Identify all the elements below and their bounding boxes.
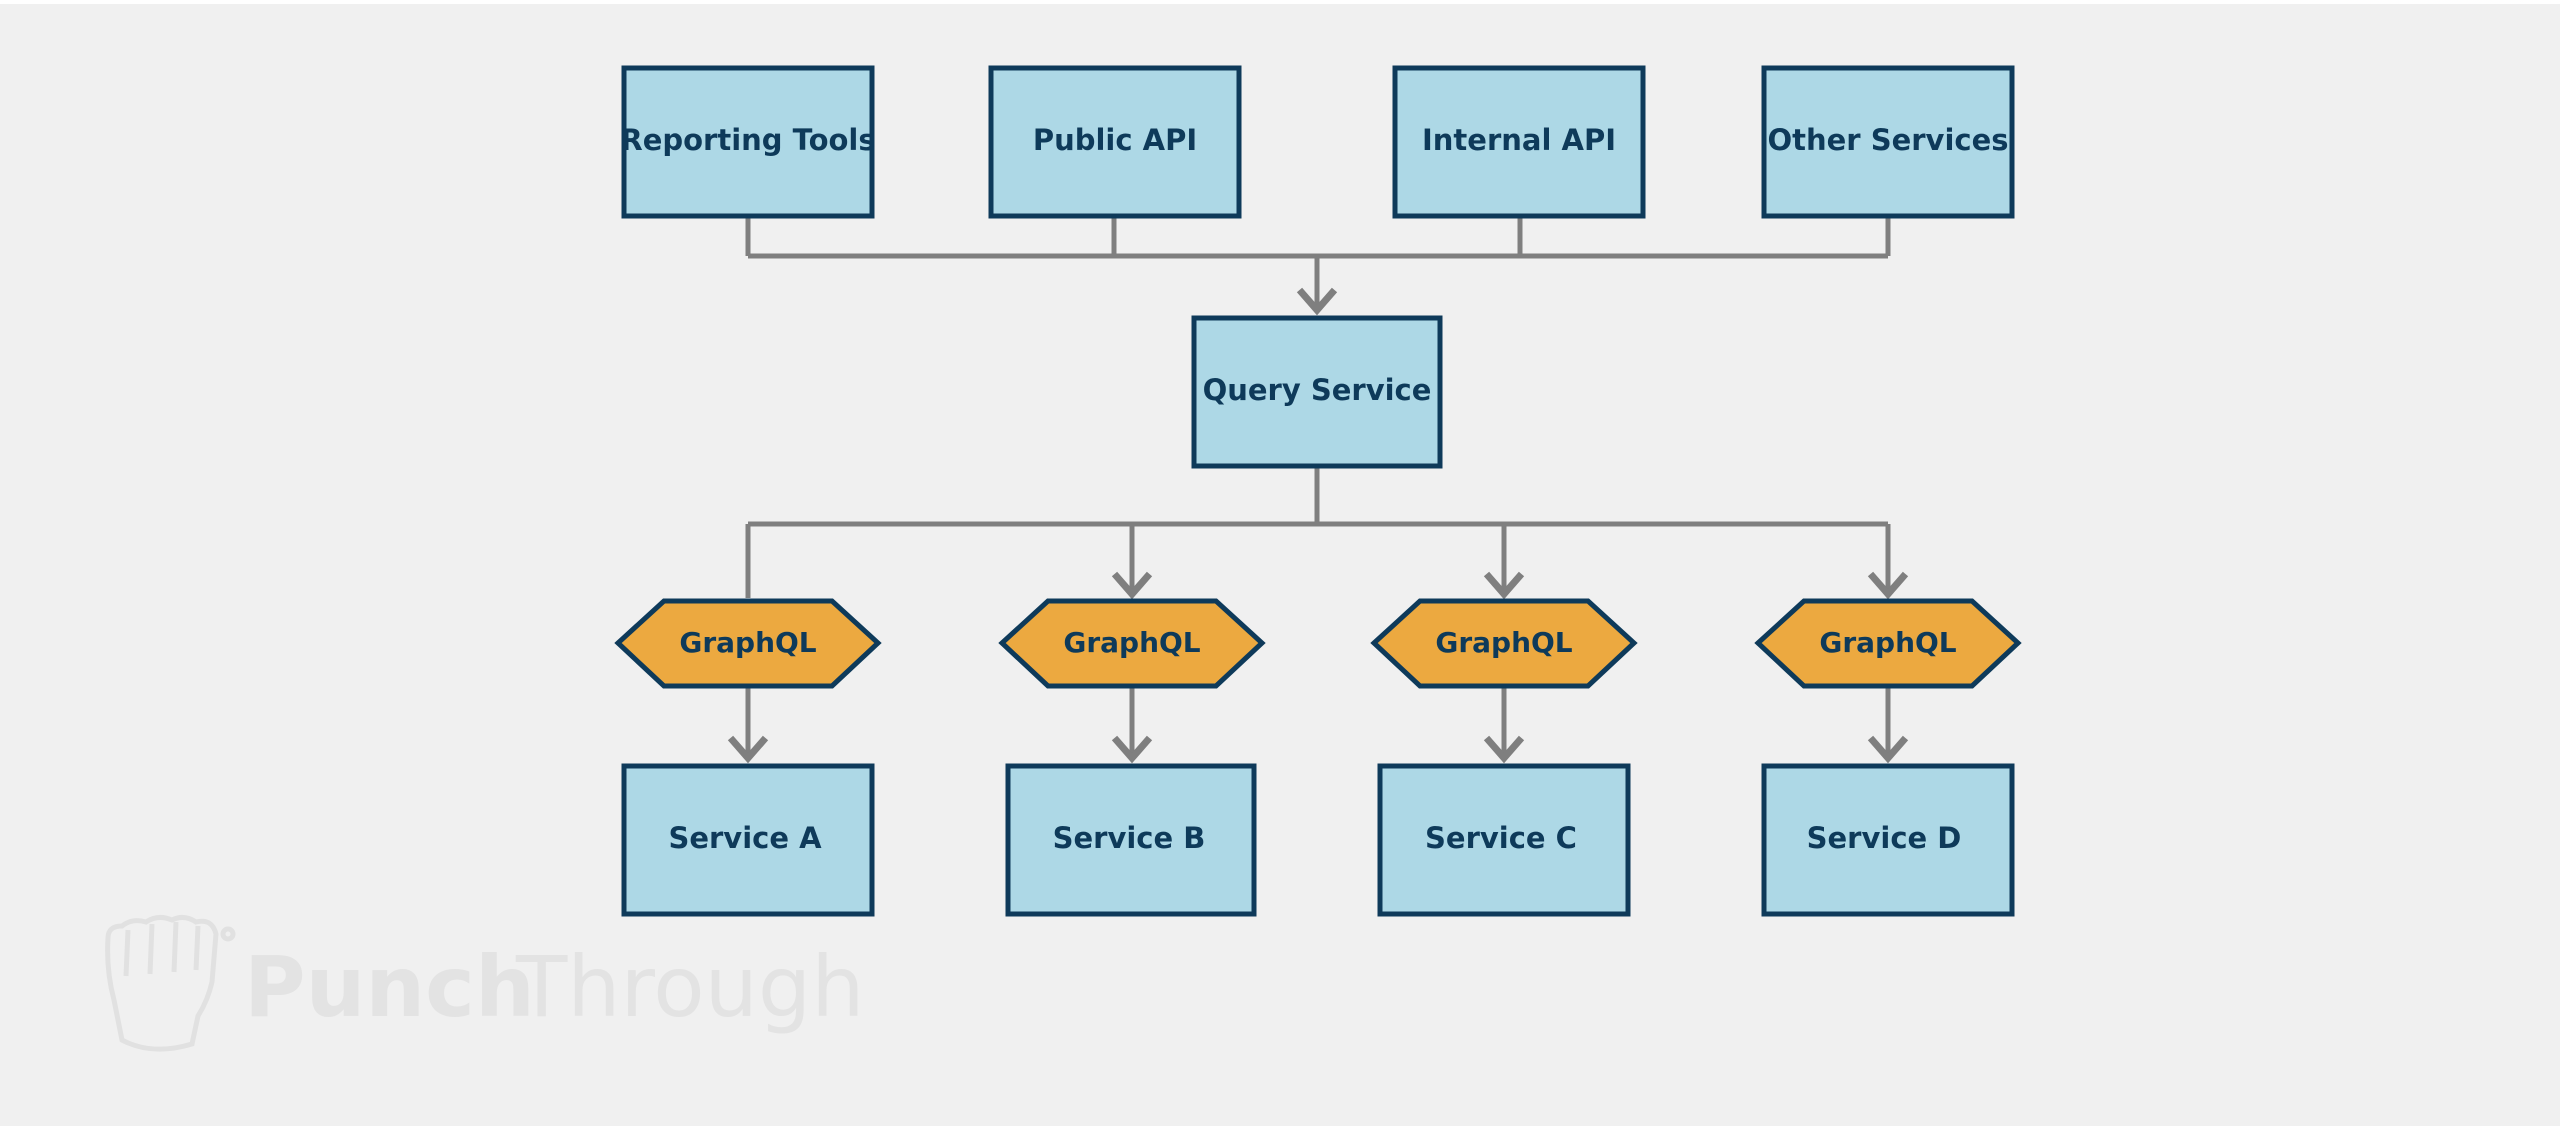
gateway-node-graphql-c: GraphQL xyxy=(1370,598,1638,689)
service-node-b: Service B xyxy=(1005,763,1257,917)
diagram-canvas: Punch Through xyxy=(0,4,2560,1126)
client-node-other-services: Other Services xyxy=(1761,65,2015,219)
gateway-node-graphql-b: GraphQL xyxy=(998,598,1266,689)
fist-icon xyxy=(105,914,236,1052)
hex-label: GraphQL xyxy=(1063,626,1200,659)
node-label: Query Service xyxy=(1203,373,1432,407)
node-label: Other Services xyxy=(1767,123,2008,157)
service-node-d: Service D xyxy=(1761,763,2015,917)
node-label: Public API xyxy=(1033,123,1197,157)
hex-label: GraphQL xyxy=(1435,626,1572,659)
connectors-clients-to-hub xyxy=(745,216,1891,316)
client-node-public-api: Public API xyxy=(988,65,1242,219)
node-label: Service A xyxy=(668,821,822,855)
node-label: Service D xyxy=(1807,821,1962,855)
hex-label: GraphQL xyxy=(1819,626,1956,659)
hex-label: GraphQL xyxy=(679,626,816,659)
client-node-internal-api: Internal API xyxy=(1392,65,1646,219)
client-node-reporting-tools: Reporting Tools xyxy=(620,65,876,219)
architecture-diagram: Punch Through xyxy=(105,65,2022,1052)
gateway-node-graphql-a: GraphQL xyxy=(614,598,882,689)
connectors-gateways-to-services xyxy=(727,686,1909,764)
watermark-brand-light: Through xyxy=(515,938,864,1036)
node-label: Reporting Tools xyxy=(620,123,875,157)
hub-node-query-service: Query Service xyxy=(1191,315,1443,469)
node-label: Service C xyxy=(1425,821,1577,855)
service-node-c: Service C xyxy=(1377,763,1631,917)
connectors-hub-to-gateways xyxy=(745,466,1909,600)
node-label: Internal API xyxy=(1422,123,1616,157)
service-node-a: Service A xyxy=(621,763,875,917)
watermark-brand-bold: Punch xyxy=(244,938,535,1036)
gateway-node-graphql-d: GraphQL xyxy=(1754,598,2022,689)
watermark: Punch Through xyxy=(105,914,864,1052)
node-label: Service B xyxy=(1053,821,1206,855)
